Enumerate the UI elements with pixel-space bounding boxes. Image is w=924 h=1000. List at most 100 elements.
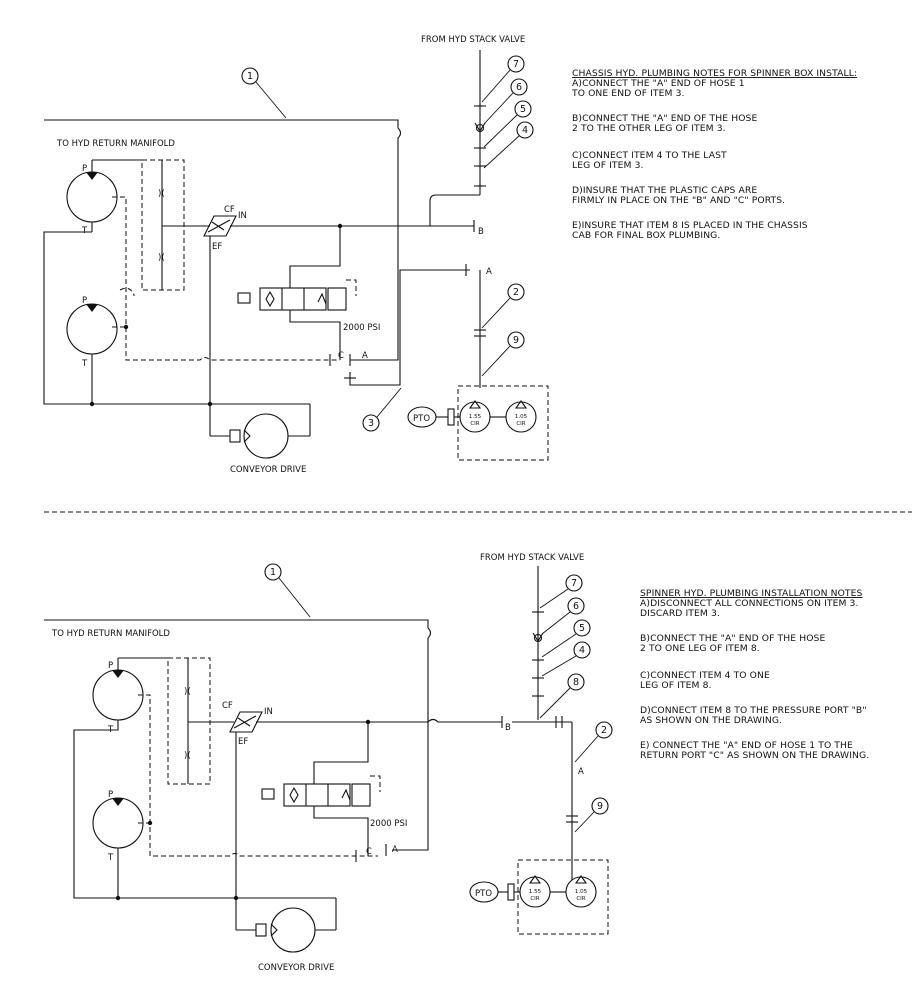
svg-text:2: 2 [601,725,607,736]
svg-text:DISCARD ITEM 3.: DISCARD ITEM 3. [640,608,720,619]
svg-text:)(: )( [184,687,191,697]
top-relief-valve [327,287,347,311]
top-pump-1-55: 1.55 CIR [459,400,491,433]
svg-text:PTO: PTO [475,889,492,899]
svg-text:2000 PSI: 2000 PSI [370,819,407,829]
top-callout-2: 2 [481,283,525,329]
svg-text:CIR: CIR [530,896,539,902]
svg-text:)(: )( [158,253,165,263]
bottom-callout-8: 8 [539,673,585,719]
svg-text:A: A [392,845,398,855]
bottom-notes-title: SPINNER HYD. PLUMBING INSTALLATION NOTES [640,588,863,599]
svg-text:CAB FOR FINAL BOX PLUMBING.: CAB FOR FINAL BOX PLUMBING. [572,230,720,241]
bottom-conveyor-drive-label: CONVEYOR DRIVE [258,963,334,973]
svg-text:RETURN PORT "C" AS SHOWN ON TH: RETURN PORT "C" AS SHOWN ON THE DRAWING. [640,750,869,761]
bottom-callout-1: 1 [264,563,311,618]
svg-text:C)CONNECT ITEM 4 TO THE LAST: C)CONNECT ITEM 4 TO THE LAST [572,150,727,161]
svg-text:6: 6 [516,82,522,93]
svg-text:8: 8 [573,677,579,688]
svg-text:5: 5 [520,104,526,115]
top-notes: CHASSIS HYD. PLUMBING NOTES FOR SPINNER … [571,68,857,241]
svg-text:TO ONE END OF ITEM 3.: TO ONE END OF ITEM 3. [571,88,685,99]
svg-text:E) CONNECT THE "A" END OF HOSE: E) CONNECT THE "A" END OF HOSE 1 TO THE [640,740,853,751]
top-flow-control-box [141,159,185,291]
top-callout-5: 5 [483,100,532,148]
svg-text:D)INSURE THAT THE PLASTIC CAPS: D)INSURE THAT THE PLASTIC CAPS ARE [572,185,757,196]
svg-text:T: T [107,853,114,863]
svg-text:P: P [108,661,113,671]
svg-text:CF: CF [224,205,235,215]
bottom-return-manifold-label: TO HYD RETURN MANIFOLD [51,629,170,639]
top-check-valve-icon [474,122,486,133]
bottom-schematic: FROM HYD STACK VALVE 7 6 5 4 [44,553,869,973]
top-schematic: FROM HYD STACK VALVE 7 6 5 4 [43,35,857,475]
top-conveyor-motor [243,413,289,459]
top-callout-1: 1 [241,67,287,119]
svg-text:CIR: CIR [516,421,525,427]
svg-text:2: 2 [513,287,519,298]
svg-text:B: B [505,723,511,733]
bottom-callout-6: 6 [541,597,585,635]
top-return-manifold-label: TO HYD RETURN MANIFOLD [56,139,175,149]
svg-text:PTO: PTO [413,414,430,424]
svg-text:9: 9 [597,801,603,812]
top-callout-3: 3 [362,387,402,432]
svg-text:4: 4 [579,645,585,656]
svg-text:P: P [82,296,87,306]
bottom-callout-7: 7 [539,574,583,609]
top-callout-9: 9 [481,331,525,377]
bottom-check-valve-icon [532,632,544,643]
svg-text:EF: EF [238,737,248,747]
bottom-flow-control-box [167,657,211,785]
svg-text:LEG OF ITEM 3.: LEG OF ITEM 3. [572,160,644,171]
bottom-pump-box [517,859,609,935]
svg-text:A)CONNECT THE "A" END OF HOSE: A)CONNECT THE "A" END OF HOSE 1 [572,78,745,89]
svg-text:P: P [108,790,113,800]
svg-text:A: A [362,351,368,361]
svg-text:B)CONNECT THE "A" END OF THE H: B)CONNECT THE "A" END OF THE HOSE [572,113,757,124]
top-flow-divider-icon [203,215,237,237]
svg-text:1.55: 1.55 [529,889,542,895]
svg-text:C: C [338,351,344,361]
top-stack-valve-label: FROM HYD STACK VALVE [421,35,525,45]
bottom-callout-5: 5 [541,619,591,658]
svg-text:1.05: 1.05 [515,414,528,420]
bottom-flow-divider-icon [229,711,263,733]
svg-text:E)INSURE THAT ITEM 8 IS PLACED: E)INSURE THAT ITEM 8 IS PLACED IN THE CH… [572,220,808,231]
svg-text:T: T [81,359,88,369]
top-callout-7: 7 [481,55,525,103]
bottom-notes: SPINNER HYD. PLUMBING INSTALLATION NOTES… [640,588,869,761]
bottom-conveyor-motor [270,907,316,953]
svg-text:A: A [486,267,492,277]
svg-text:1: 1 [270,567,276,578]
svg-text:A: A [578,767,584,777]
bottom-relief-valve [351,783,371,807]
svg-text:2 TO THE OTHER LEG OF ITEM 3.: 2 TO THE OTHER LEG OF ITEM 3. [572,123,726,134]
top-notes-title: CHASSIS HYD. PLUMBING NOTES FOR SPINNER … [572,68,857,79]
svg-text:3: 3 [368,418,374,429]
svg-text:7: 7 [571,578,577,589]
svg-text:1.55: 1.55 [469,414,482,420]
bottom-stack-valve-label: FROM HYD STACK VALVE [480,553,584,563]
svg-text:C)CONNECT ITEM 4 TO ONE: C)CONNECT ITEM 4 TO ONE [640,670,770,681]
bottom-solenoid-valve [283,783,351,807]
top-pump-1-05: 1.05 CIR [505,400,537,433]
svg-text:9: 9 [513,335,519,346]
svg-text:FIRMLY IN PLACE ON THE "B" AND: FIRMLY IN PLACE ON THE "B" AND "C" PORTS… [572,195,785,206]
svg-text:IN: IN [238,211,247,221]
svg-text:P: P [82,164,87,174]
svg-text:A)DISCONNECT ALL CONNECTIONS O: A)DISCONNECT ALL CONNECTIONS ON ITEM 3. [640,598,859,609]
svg-text:C: C [366,847,372,857]
top-pump-box [457,385,549,461]
svg-text:AS SHOWN ON THE DRAWING.: AS SHOWN ON THE DRAWING. [640,715,782,726]
svg-text:CIR: CIR [576,896,585,902]
svg-text:LEG OF ITEM 8.: LEG OF ITEM 8. [640,680,712,691]
svg-text:CF: CF [222,701,233,711]
svg-text:EF: EF [212,242,222,252]
svg-text:2000 PSI: 2000 PSI [343,323,380,333]
top-callout-4: 4 [483,121,534,169]
top-solenoid-valve [259,287,327,311]
svg-text:)(: )( [158,189,165,199]
